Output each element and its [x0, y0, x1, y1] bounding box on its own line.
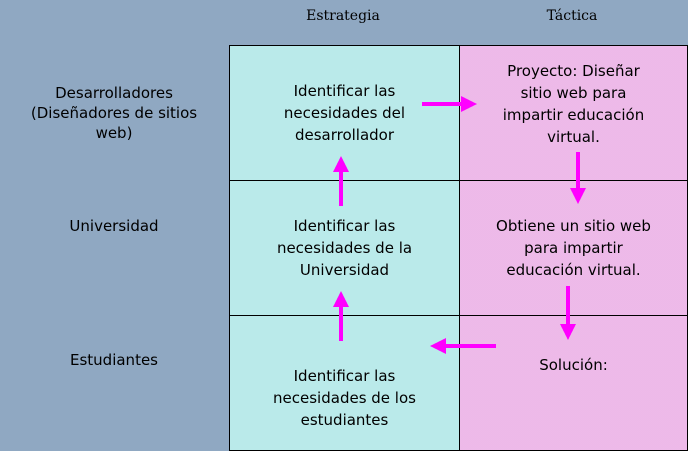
strategy-cell-developers: Identificar las necesidades del desarrol… [229, 45, 460, 181]
strategy-cell-university: Identificar las necesidades de la Univer… [229, 180, 460, 316]
tactic-cell-students: Solución: [459, 315, 688, 451]
column-header-strategy: Estrategia [306, 8, 380, 24]
row-label-students: Estudiantes [70, 351, 158, 369]
row-label-university: Universidad [69, 217, 159, 235]
row-label-developers: Desarrolladores (Diseñadores de sitios w… [30, 84, 198, 142]
tactic-cell-developers: Proyecto: Diseñar sitio web para imparti… [459, 45, 688, 181]
strategy-cell-students: Identificar las necesidades de los estud… [229, 315, 460, 451]
column-header-tactic: Táctica [546, 8, 598, 24]
tactic-cell-university: Obtiene un sitio web para impartir educa… [459, 180, 688, 316]
